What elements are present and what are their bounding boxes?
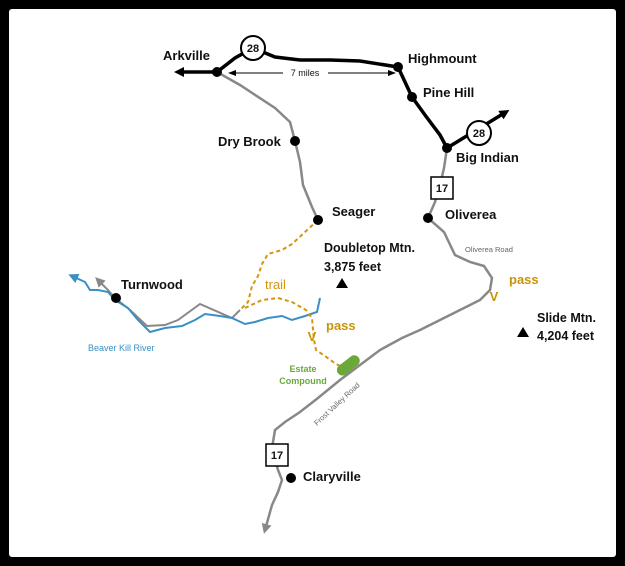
slide-name: Slide Mtn.	[537, 311, 596, 325]
doubletop-name: Doubletop Mtn.	[324, 241, 415, 255]
route-28-shield-east-label: 28	[473, 128, 485, 140]
dry-brook-label: Dry Brook	[218, 134, 282, 149]
turnwood-label: Turnwood	[121, 277, 183, 292]
route-17-shield-south-label: 17	[271, 450, 283, 462]
big-indian-dot	[442, 143, 452, 153]
estate-label-line1: Estate	[289, 364, 316, 374]
turnwood-dot	[111, 293, 121, 303]
highmount-label: Highmount	[408, 51, 477, 66]
pass-west-label: pass	[326, 318, 356, 333]
pass-east-label: pass	[509, 272, 539, 287]
big-indian-label: Big Indian	[456, 150, 519, 165]
estate-label-line2: Compound	[279, 376, 327, 386]
trail-path	[239, 219, 319, 311]
claryville-dot	[286, 473, 296, 483]
river-label: Beaver Kill River	[88, 343, 155, 353]
route-28-shield-west-label: 28	[247, 43, 259, 55]
arkville-dot	[212, 67, 222, 77]
seager-label: Seager	[332, 204, 375, 219]
doubletop-peak-icon	[336, 278, 348, 288]
oliverea-frost-valley-road	[261, 147, 494, 534]
map-canvas: 7 miles Estate Compound 28 28 17 17 Arkv…	[68, 35, 596, 534]
distance-label: 7 miles	[291, 68, 320, 78]
doubletop-elevation: 3,875 feet	[324, 260, 382, 274]
estate-compound-marker	[336, 355, 360, 376]
dry-brook-dot	[290, 136, 300, 146]
route-17-shield-north-label: 17	[436, 183, 448, 195]
seager-dot	[313, 215, 323, 225]
route-17-shield-south	[265, 443, 289, 467]
trail-label: trail	[265, 277, 286, 292]
claryville-label: Claryville	[303, 469, 361, 484]
highmount-dot	[393, 62, 403, 72]
oliverea-label: Oliverea	[445, 207, 497, 222]
map-frame: 7 miles Estate Compound 28 28 17 17 Arkv…	[9, 9, 616, 557]
pass-west-symbol: V	[308, 329, 317, 344]
slide-peak-icon	[517, 327, 529, 337]
oliverea-dot	[423, 213, 433, 223]
oliverea-road-label: Oliverea Road	[465, 245, 513, 254]
pine-hill-dot	[407, 92, 417, 102]
beaver-kill-river	[68, 273, 321, 334]
pine-hill-label: Pine Hill	[423, 85, 474, 100]
route-17-shield-north	[430, 176, 454, 200]
frost-valley-road-label: Frost Valley Road	[312, 381, 361, 428]
arkville-label: Arkville	[163, 48, 210, 63]
route-28-shield-east	[466, 120, 492, 146]
route-28-shield-west	[240, 35, 266, 61]
trail-to-pass	[244, 296, 346, 369]
turnwood-road	[95, 277, 241, 328]
slide-elevation: 4,204 feet	[537, 329, 595, 343]
pass-east-symbol: V	[490, 289, 499, 304]
